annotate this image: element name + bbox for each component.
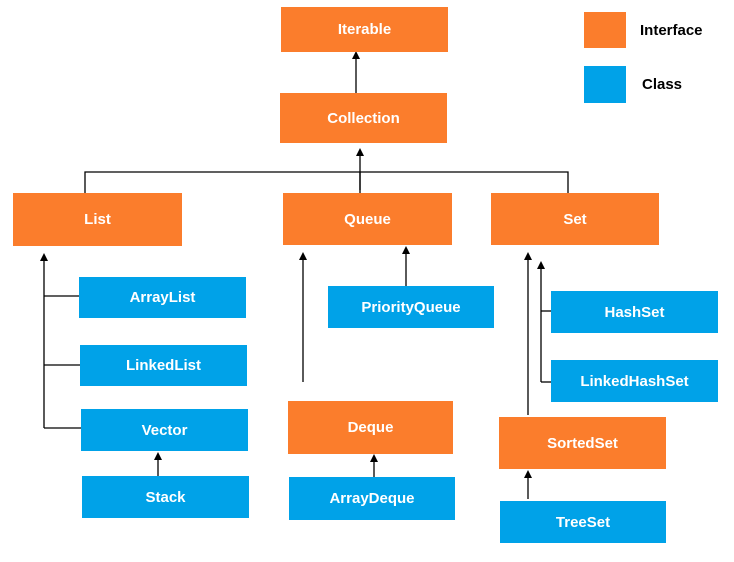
node-collection: Collection xyxy=(280,93,447,143)
legend-interface-label: Interface xyxy=(640,22,703,39)
legend-interface-swatch xyxy=(584,12,626,48)
node-set: Set xyxy=(491,193,659,245)
node-stack: Stack xyxy=(82,476,249,518)
node-deque: Deque xyxy=(288,401,453,454)
node-arraylist: ArrayList xyxy=(79,277,246,318)
node-queue: Queue xyxy=(283,193,452,245)
node-priorityqueue: PriorityQueue xyxy=(328,286,494,328)
node-hashset: HashSet xyxy=(551,291,718,333)
node-linkedhashset: LinkedHashSet xyxy=(551,360,718,402)
node-sortedset: SortedSet xyxy=(499,417,666,469)
bus-line xyxy=(84,171,569,193)
node-list: List xyxy=(13,193,182,246)
node-treeset: TreeSet xyxy=(500,501,666,543)
legend-class-swatch xyxy=(584,66,626,103)
node-arraydeque: ArrayDeque xyxy=(289,477,455,520)
node-linkedlist: LinkedList xyxy=(80,345,247,386)
node-vector: Vector xyxy=(81,409,248,451)
legend-class-label: Class xyxy=(642,76,683,93)
node-iterable: Iterable xyxy=(281,7,448,52)
